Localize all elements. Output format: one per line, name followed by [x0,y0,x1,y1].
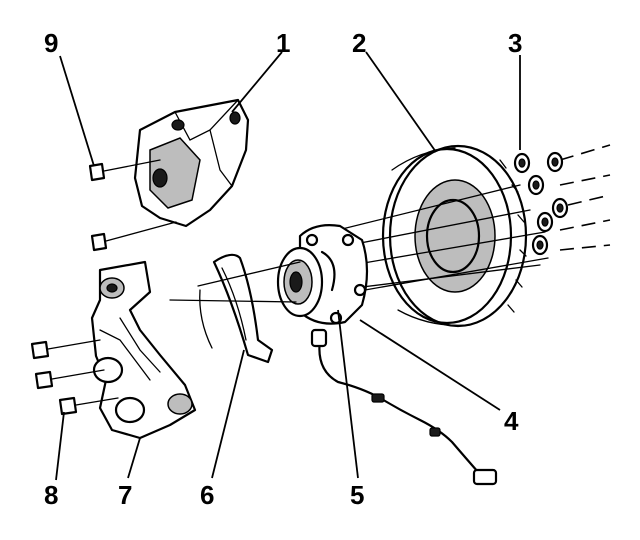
leader-6 [211,349,245,479]
callout-7: 7 [118,480,132,510]
splash-shield [169,253,301,364]
callout-1: 1 [276,28,290,58]
callout-5: 5 [350,480,364,510]
leader-8 [55,411,65,481]
bolts [30,159,177,416]
leader-7 [127,437,141,479]
hub-and-bearing [276,224,369,325]
wheel-nuts [513,151,569,256]
stud-axis-lines [329,144,611,291]
brake-rotor [381,144,528,328]
callout-3: 3 [508,28,522,58]
callout-9: 9 [44,28,58,58]
callout-6: 6 [200,480,214,510]
callout-2: 2 [352,28,366,58]
leader-5 [337,309,359,479]
callout-4: 4 [504,406,519,436]
steering-knuckle [90,260,197,440]
wheel-speed-sensor-harness [310,328,498,486]
leader-2 [365,51,437,153]
leader-4 [359,319,501,411]
brake-caliper [133,98,250,228]
callout-8: 8 [44,480,58,510]
callouts: 1 2 3 4 5 6 7 8 9 [44,28,522,510]
leader-9 [59,55,95,167]
leader-lines [55,51,521,481]
leader-1 [231,51,283,113]
